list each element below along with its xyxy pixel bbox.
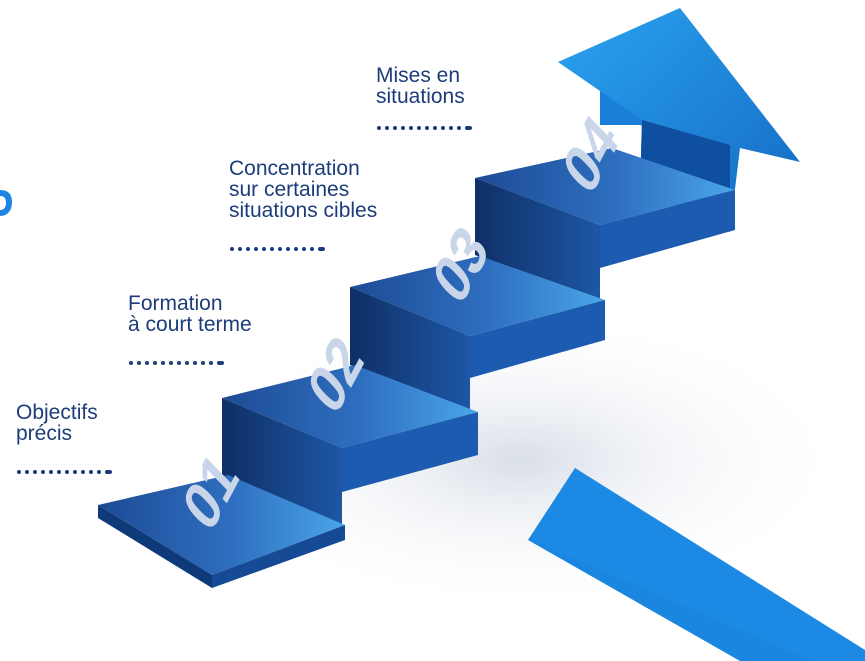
step-02-label-line-1: Formation [128, 292, 223, 315]
arrow-head [558, 8, 800, 230]
step-04-label: Mises en situations [376, 65, 465, 107]
step-02-label: Formation à court terme [128, 293, 252, 335]
step-01-label-line-2: précis [16, 422, 73, 445]
step-04-riser [475, 178, 600, 300]
step-02-label-line-2: à court terme [128, 313, 252, 336]
step-04-dotted-line [377, 117, 476, 130]
step-01-tread [98, 475, 345, 575]
step-03-label-line-2: sur certaines [229, 178, 350, 201]
step-01-label-line-1: Objectifs [16, 401, 98, 424]
step-04-label-line-1: Mises en [376, 64, 461, 87]
step-01-label: Objectifs précis [16, 402, 98, 444]
step-03-dotted-line [230, 238, 329, 251]
step-02-riser [222, 398, 342, 525]
step-01-dotted-line [17, 461, 116, 474]
step-03-tread [350, 256, 605, 336]
step-04-tread [475, 148, 735, 225]
step-01-edge [98, 505, 212, 588]
step-03-label-line-1: Concentration [229, 157, 360, 180]
step-03-riser [350, 287, 470, 415]
step-04-label-line-2: situations [376, 85, 465, 108]
step-03-label: Concentration sur certaines situations c… [229, 158, 377, 221]
step-02-tread [222, 365, 478, 448]
cropped-glyph [0, 190, 12, 216]
step-02-dotted-line [129, 352, 228, 365]
step-03-label-line-3: situations cibles [229, 199, 378, 222]
